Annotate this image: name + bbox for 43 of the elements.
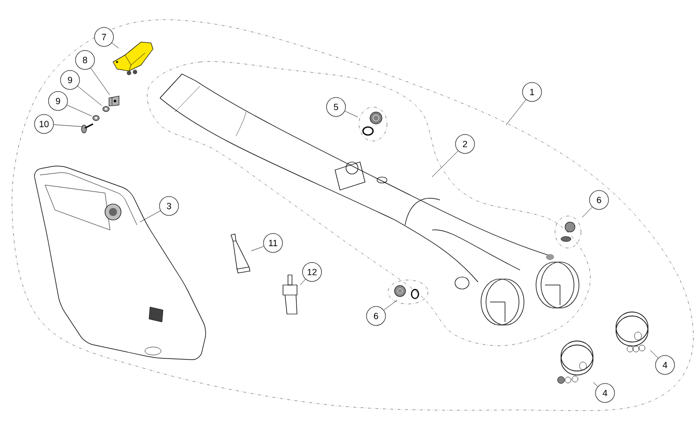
callout-number: 7 xyxy=(94,27,114,47)
callout-number: 6 xyxy=(366,306,386,326)
leader-line xyxy=(344,110,358,118)
callout-number: 3 xyxy=(159,196,179,216)
callout-number: 4 xyxy=(595,383,615,403)
callout-number: 1 xyxy=(522,82,542,102)
leader-line xyxy=(593,382,598,387)
plug-drawing xyxy=(554,216,582,248)
callout-number: 11 xyxy=(263,233,283,253)
callout-number: 4 xyxy=(655,355,675,375)
callout-number: 9 xyxy=(48,91,68,111)
callout-number: 5 xyxy=(326,97,346,117)
leader-line xyxy=(506,99,526,126)
leader-line xyxy=(300,279,306,286)
callout-number: 9 xyxy=(60,70,80,90)
washer-drawing xyxy=(102,106,110,112)
heat-shield-drawing xyxy=(34,166,206,360)
leader-line xyxy=(384,300,398,310)
callout-number: 12 xyxy=(302,262,322,282)
clamp-drawing xyxy=(557,340,594,384)
leader-line xyxy=(112,42,119,48)
leader-line xyxy=(251,246,264,252)
callout-number: 10 xyxy=(34,114,54,134)
plug-drawing xyxy=(388,280,428,304)
bolt-drawing xyxy=(81,123,94,134)
bottle-drawing xyxy=(282,274,298,314)
clip-drawing xyxy=(108,96,120,106)
leader-line xyxy=(90,68,110,95)
washer-drawing xyxy=(92,115,100,121)
leader-line xyxy=(77,86,102,106)
bracket-drawing xyxy=(112,42,154,76)
tube-drawing xyxy=(230,234,250,274)
clamp-drawing xyxy=(616,312,648,352)
leader-line xyxy=(66,104,92,116)
leader-line xyxy=(582,206,592,218)
callout-number: 6 xyxy=(589,190,609,210)
plug-drawing xyxy=(358,106,388,142)
leader-line xyxy=(140,210,161,222)
leader-line xyxy=(650,350,658,358)
callout-number: 2 xyxy=(455,134,475,154)
leader-line xyxy=(432,150,458,178)
leader-line xyxy=(54,124,82,127)
callout-number: 8 xyxy=(75,50,95,70)
